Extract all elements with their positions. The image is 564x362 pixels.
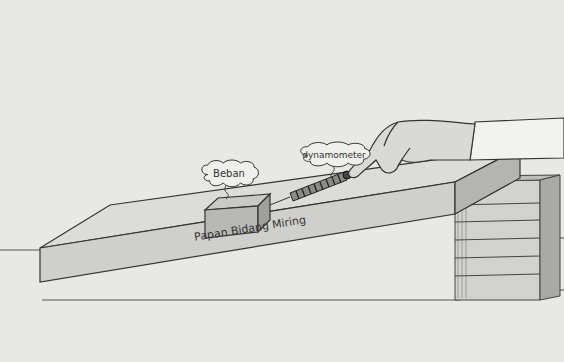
node-text: Beban bbox=[213, 168, 245, 179]
load-callout: Beban bbox=[198, 160, 260, 187]
hand bbox=[349, 118, 564, 178]
dynamometer-callout: dynamometer bbox=[296, 142, 372, 167]
dynamometer-symbol bbox=[270, 171, 351, 205]
node-text: Papan Bidang Miring bbox=[193, 213, 307, 244]
board-label: Papan Bidang Miring bbox=[174, 206, 325, 249]
inclined-board bbox=[40, 148, 520, 282]
node-text: dynamometer bbox=[302, 150, 366, 160]
